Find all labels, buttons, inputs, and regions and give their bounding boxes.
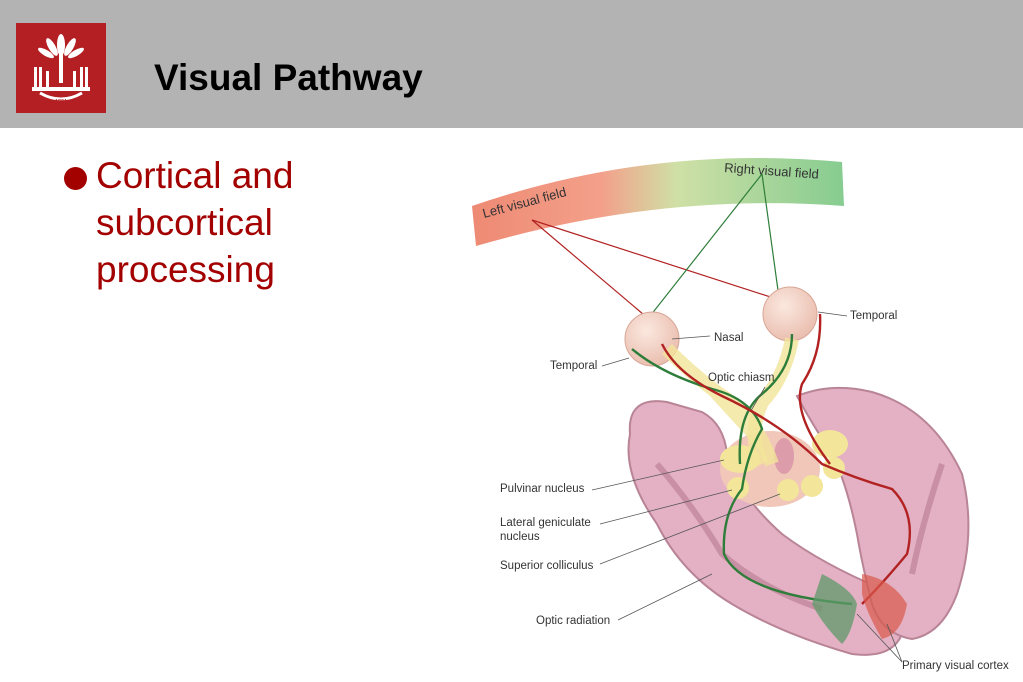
right-eye [762,286,818,342]
pulvinar-nucleus-label: Pulvinar nucleus [500,483,585,495]
visual-pathway-diagram: Left visual field Right visual field [462,134,1023,682]
primary-visual-cortex-label: Primary visual cortex [902,660,1009,672]
lgn-label-line2: nucleus [500,531,540,543]
visual-cortex-left [812,574,857,644]
lgn-label-line1: Lateral geniculate [500,517,591,529]
visual-field-arc [472,157,844,246]
bullet-text: Cortical and subcortical processing [96,155,294,290]
header-bar [0,0,1023,128]
svg-text:1801: 1801 [55,99,67,105]
optic-radiation-label: Optic radiation [536,615,610,627]
nasal-label: Nasal [714,332,743,344]
bullet-list: Cortical and subcortical processing [62,152,392,293]
visual-cortex-right [862,574,907,639]
optic-chiasm-label: Optic chiasm [708,372,774,384]
right-visual-field-label: Right visual field [724,160,819,182]
temporal-left-label: Temporal [550,360,597,372]
temporal-right-label: Temporal [850,310,897,322]
superior-colliculus-label: Superior colliculus [500,560,594,572]
visual-pathway-illustration: Left visual field Right visual field [472,157,1009,672]
slide-title: Visual Pathway [154,57,423,98]
bullet-icon [64,167,87,190]
bullet-item: Cortical and subcortical processing [62,152,392,293]
palmetto-seal-icon: 1801 [16,23,106,113]
university-logo: 1801 [16,23,106,113]
